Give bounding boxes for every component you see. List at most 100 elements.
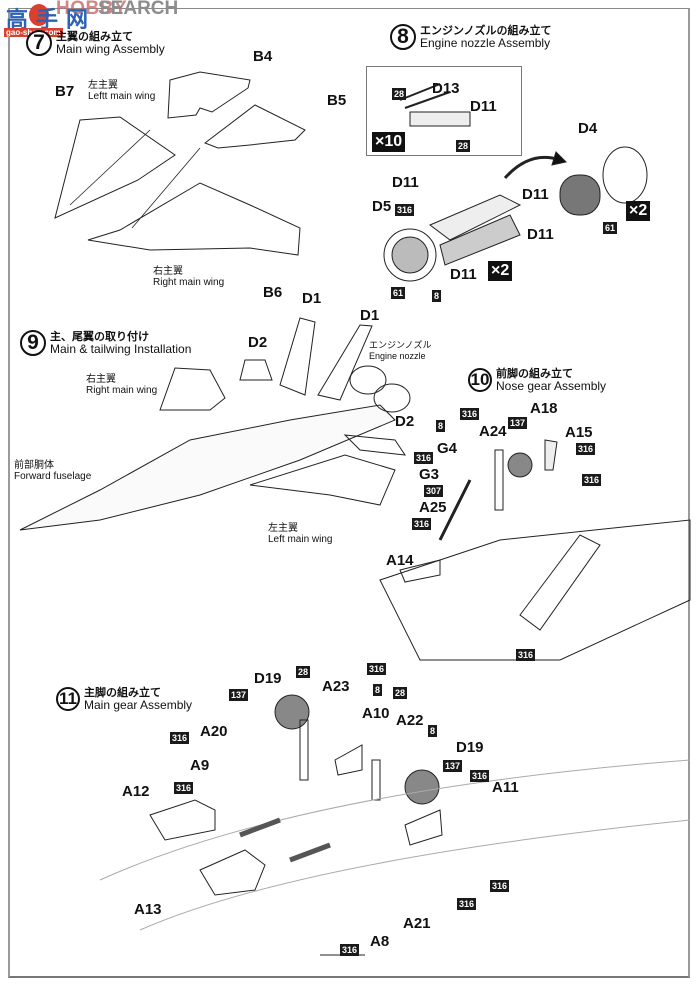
color-code: 316 [367, 663, 387, 675]
part-label: A12 [122, 783, 150, 800]
part-label: A20 [200, 723, 228, 740]
page-frame [8, 8, 690, 978]
note-en: Left main wing [268, 534, 333, 545]
part-label: D1 [360, 307, 380, 324]
step-7-title-en: Main wing Assembly [56, 42, 165, 56]
part-label: A24 [479, 423, 507, 440]
color-code: 316 [174, 782, 194, 794]
step-11-header: 11 主脚の組み立て Main gear Assembly [56, 687, 192, 711]
step11-drawing [99, 694, 691, 956]
step-9-header: 9 主、尾翼の取り付け Main & tailwing Installation [20, 330, 191, 356]
step-11-title-en: Main gear Assembly [84, 698, 193, 712]
step8-drawing [383, 83, 648, 282]
part-label: D19 [254, 670, 282, 687]
color-code: 8 [428, 725, 438, 737]
left-wing-note: 左主翼 Leftt main wing [88, 80, 155, 102]
part-label: A9 [190, 757, 210, 774]
step10-drawing [379, 439, 691, 661]
color-code: 28 [296, 666, 311, 678]
step-9-title-en: Main & tailwing Installation [50, 342, 192, 356]
part-label: B4 [253, 48, 273, 65]
part-label: B6 [263, 284, 283, 301]
color-code: 137 [229, 689, 249, 701]
color-code: 316 [576, 443, 596, 455]
part-label: G4 [437, 440, 458, 457]
note-en: Engine nozzle [369, 351, 426, 361]
step9-drawing [19, 317, 411, 531]
color-code: 8 [373, 684, 383, 696]
color-code: 28 [392, 88, 407, 100]
step-10-header: 10 前脚の組み立て Nose gear Assembly [468, 368, 606, 392]
part-b4-shape [167, 71, 251, 119]
step-8-title-jp: エンジンノズルの組み立て [420, 25, 552, 37]
part-label: A21 [403, 915, 431, 932]
color-code: 316 [470, 770, 490, 782]
multiplier-badge: ×2 [626, 201, 651, 221]
part-label: D1 [302, 290, 322, 307]
part-label: A8 [370, 933, 390, 950]
part-label: A15 [565, 424, 593, 441]
note-jp: 右主翼 [86, 374, 116, 385]
part-label: D13 [432, 80, 460, 97]
note-en: Leftt main wing [88, 91, 156, 102]
part-label: D2 [395, 413, 415, 430]
color-code: 61 [603, 222, 618, 234]
step-11-title-jp: 主脚の組み立て [84, 687, 161, 699]
part-label: D11 [527, 226, 554, 243]
color-code: 316 [170, 732, 190, 744]
thumbs-up-icon [29, 4, 49, 26]
color-code: 137 [508, 417, 528, 429]
note-en: Forward fuselage [14, 471, 92, 482]
part-label: D11 [522, 186, 549, 203]
part-b6-shape [87, 182, 301, 256]
left-wing-note: 左主翼 Left main wing [268, 523, 332, 545]
multiplier-badge: ×10 [372, 132, 406, 152]
part-label: B7 [55, 83, 75, 100]
step-11-number: 11 [56, 687, 80, 711]
step-9-number: 9 [20, 330, 46, 356]
color-code: 28 [456, 140, 471, 152]
color-code: 316 [582, 474, 602, 486]
step-10-title-jp: 前脚の組み立て [496, 368, 573, 380]
color-code: 8 [436, 420, 446, 432]
step-10-title-en: Nose gear Assembly [496, 379, 607, 393]
watermark-hobby: HOBBY [56, 0, 128, 19]
color-code: 137 [443, 760, 463, 772]
part-label: D11 [450, 266, 477, 283]
part-label: D11 [470, 98, 497, 115]
note-en: Right main wing [153, 277, 225, 288]
part-b7-shape [54, 116, 176, 219]
detail-inset [366, 66, 522, 156]
part-label: A23 [322, 678, 350, 695]
color-code: 316 [490, 880, 510, 892]
step7-drawing [54, 71, 306, 256]
color-code: 316 [340, 944, 360, 956]
part-label: A14 [386, 552, 414, 569]
forward-fuselage-note: 前部胴体 Forward fuselage [14, 460, 91, 482]
color-code: 316 [460, 408, 480, 420]
part-label: D4 [578, 120, 598, 137]
note-jp: 右主翼 [153, 266, 183, 277]
step-8-title-en: Engine nozzle Assembly [420, 36, 551, 50]
watermark-search: SEARCH [98, 0, 179, 19]
step-9-title-jp: 主、尾翼の取り付け [50, 331, 149, 343]
note-jp: エンジンノズル [369, 340, 432, 350]
part-label: B5 [327, 92, 347, 109]
part-b5-shape [203, 104, 306, 149]
part-label: A25 [419, 499, 447, 516]
step-8-header: 8 エンジンノズルの組み立て Engine nozzle Assembly [390, 24, 551, 50]
part-label: D11 [392, 174, 419, 191]
step-7-number: 7 [26, 30, 52, 56]
note-jp: 左主翼 [268, 523, 298, 534]
note-jp: 前部胴体 [14, 460, 54, 471]
color-code: 316 [395, 204, 415, 216]
part-label: A18 [530, 400, 558, 417]
watermark-cn: 高手网 [6, 7, 97, 32]
color-code: 61 [391, 287, 406, 299]
part-label: G3 [419, 466, 440, 483]
right-wing-note: 右主翼 Right main wing [86, 374, 157, 396]
engine-nozzle-note: エンジンノズル Engine nozzle [369, 340, 432, 362]
step-7-header: 7 主翼の組み立て Main wing Assembly [26, 30, 165, 56]
part-label: A22 [396, 712, 424, 729]
